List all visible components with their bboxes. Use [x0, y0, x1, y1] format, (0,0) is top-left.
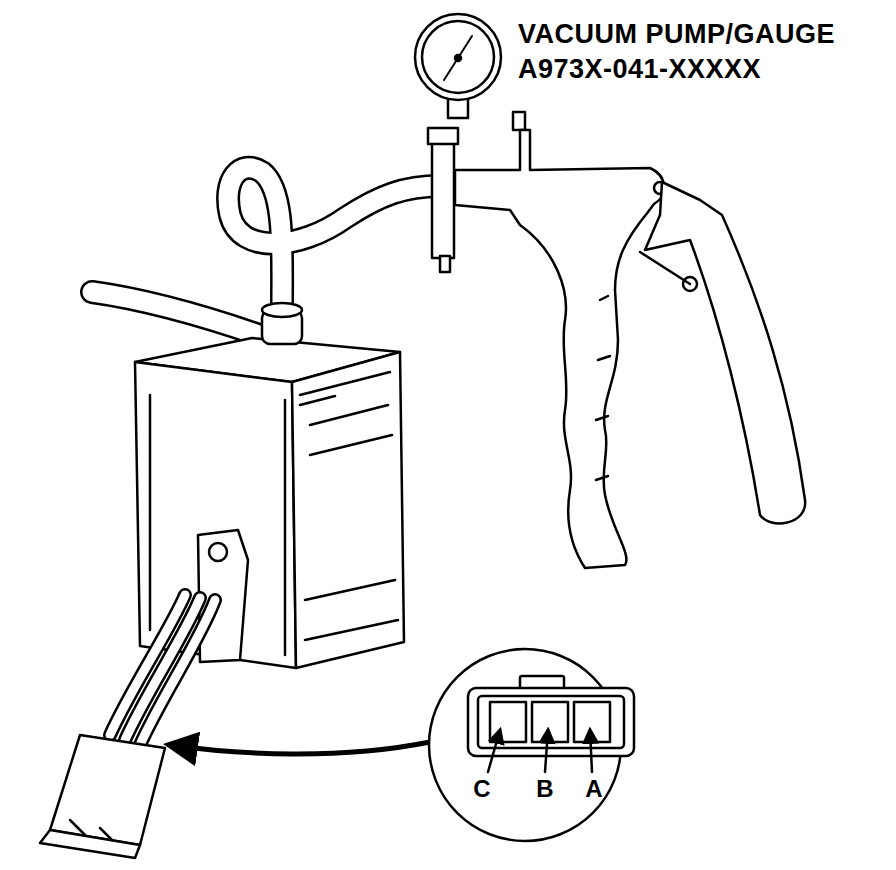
control-box — [262, 303, 302, 317]
pump-lever — [645, 182, 805, 523]
pointer-arrow — [170, 742, 430, 754]
vacuum-gauge — [415, 14, 501, 118]
pump-body — [432, 130, 454, 258]
wire-bracket — [110, 530, 248, 745]
part-number: A973X-041-XXXXX — [518, 55, 761, 85]
label-holder: A — [585, 776, 602, 802]
pump-lever — [640, 182, 805, 523]
side-hose — [92, 292, 262, 336]
pump-body — [596, 296, 610, 480]
wire-bracket — [110, 595, 185, 735]
wire-bracket — [140, 600, 215, 745]
wire-plug — [50, 735, 165, 845]
vacuum-hose — [228, 168, 440, 305]
pump-body — [513, 112, 525, 130]
wire-bracket — [110, 595, 185, 735]
vacuum-gauge — [444, 36, 472, 80]
pump-body — [428, 128, 458, 144]
vacuum-gauge — [415, 14, 501, 100]
label-holder: C — [473, 776, 490, 802]
wire-plug — [40, 830, 140, 858]
pin-name: B — [536, 776, 553, 802]
pin-name: A — [585, 776, 602, 802]
wire-plug — [40, 735, 165, 858]
connector-callout — [429, 649, 634, 841]
vacuum-hose — [228, 168, 440, 305]
vacuum-gauge — [422, 21, 494, 93]
vacuum-hose — [228, 168, 440, 305]
part-name: VACUUM PUMP/GAUGE — [518, 20, 835, 50]
wire-bracket — [209, 543, 227, 561]
illustration — [40, 14, 805, 858]
connector-callout — [490, 702, 526, 742]
pump-body — [428, 112, 666, 568]
connector-callout — [532, 702, 568, 742]
control-box — [300, 372, 398, 640]
control-box — [292, 352, 404, 668]
pin-name: C — [473, 776, 490, 802]
connector-callout — [478, 696, 624, 748]
connector-callout — [590, 730, 592, 772]
control-box — [135, 362, 296, 668]
label-holder: A973X-041-XXXXX — [518, 55, 761, 85]
connector-callout — [488, 730, 500, 772]
side-hose — [92, 292, 262, 336]
label-holder: VACUUM PUMP/GAUGE — [518, 20, 835, 50]
connector-callout — [468, 688, 634, 756]
vacuum-gauge — [455, 55, 461, 61]
wire-plug — [70, 820, 112, 840]
wire-bracket — [125, 598, 200, 740]
connector-callout — [574, 702, 610, 742]
wire-bracket — [125, 598, 200, 740]
side-hose — [92, 292, 262, 336]
pump-body — [455, 130, 664, 568]
pump-lever — [640, 252, 690, 284]
pump-body — [440, 256, 450, 272]
label-holder: B — [536, 776, 553, 802]
connector-callout — [545, 730, 548, 772]
wire-bracket — [140, 600, 215, 745]
